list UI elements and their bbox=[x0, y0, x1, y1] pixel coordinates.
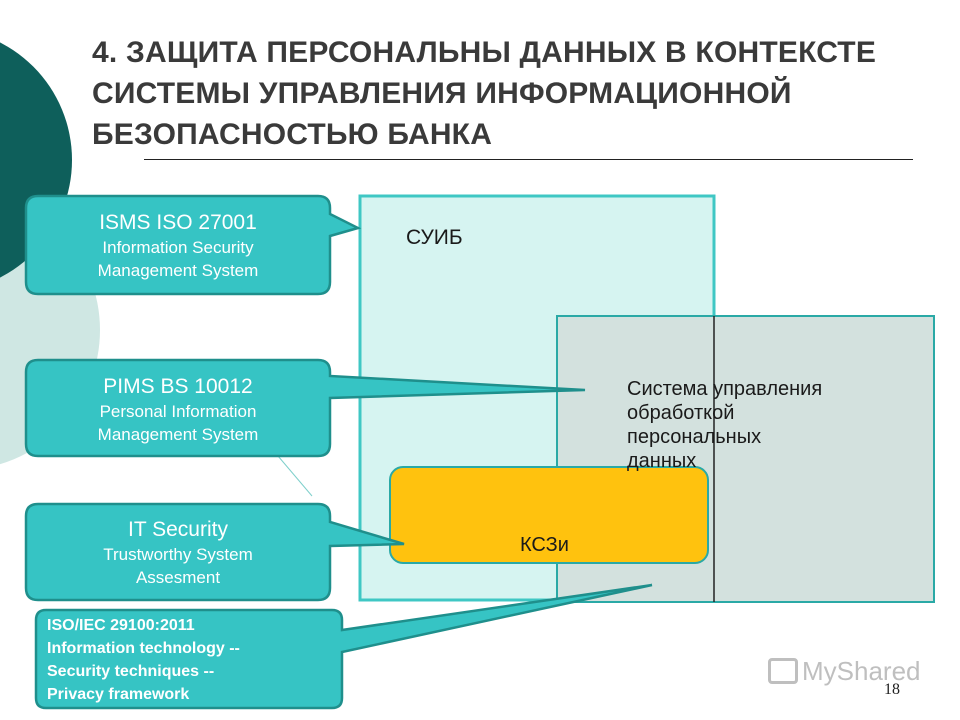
kszi-label: КСЗи bbox=[520, 534, 569, 556]
callout-iso bbox=[34, 583, 653, 710]
watermark-logo-icon bbox=[768, 658, 798, 684]
slide-number: 18 bbox=[884, 681, 900, 698]
iso-line1: ISO/IEC 29100:2011 bbox=[47, 617, 195, 634]
callout-pims bbox=[24, 358, 586, 458]
callout-its-text: IT Security Trustworthy System Assesment bbox=[28, 517, 328, 589]
isms-line1: Information Security bbox=[102, 238, 254, 257]
isms-line2: Management System bbox=[97, 261, 259, 280]
callout-isms-text: ISMS ISO 27001 Information Security Mana… bbox=[28, 210, 328, 282]
callout-iso-text: ISO/IEC 29100:2011 Information technolog… bbox=[47, 614, 347, 706]
its-line2: Assesment bbox=[135, 568, 221, 587]
pims-head: PIMS BS 10012 bbox=[103, 375, 253, 398]
iso-line4: Privacy framework bbox=[47, 686, 190, 703]
watermark-text: MyShared bbox=[802, 656, 921, 686]
pims-line2: Management System bbox=[97, 425, 259, 444]
slide-title: 4. ЗАЩИТА ПЕРСОНАЛЬНЫ ДАННЫХ В КОНТЕКСТЕ… bbox=[92, 36, 877, 151]
pdms-label: Система управления обработкой персональн… bbox=[627, 378, 823, 472]
kszi-box bbox=[389, 466, 709, 564]
iso-line3: Security techniques -- bbox=[47, 663, 215, 680]
callout-isms bbox=[24, 194, 362, 296]
isms-head: ISMS ISO 27001 bbox=[99, 211, 257, 234]
its-line1: Trustworthy System bbox=[103, 545, 253, 564]
title-underline bbox=[144, 159, 913, 160]
callout-it-security bbox=[24, 502, 405, 602]
iso-line2: Information technology -- bbox=[47, 640, 240, 657]
pims-line1: Personal Information bbox=[99, 402, 257, 421]
callout-pims-text: PIMS BS 10012 Personal Information Manag… bbox=[28, 374, 328, 446]
watermark: MyShared bbox=[768, 656, 921, 687]
suib-label: СУИБ bbox=[406, 226, 463, 249]
its-head: IT Security bbox=[128, 518, 228, 541]
decor-line bbox=[277, 455, 313, 497]
